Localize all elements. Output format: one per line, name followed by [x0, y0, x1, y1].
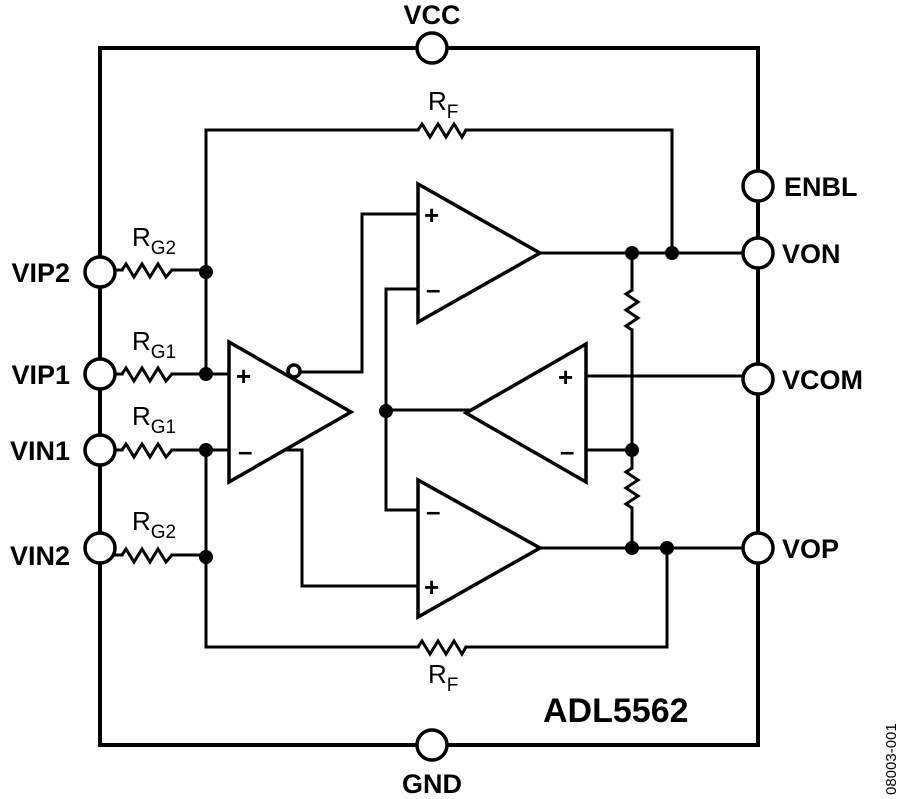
junction-dot [199, 550, 213, 564]
cm-amp-minus-sign: – [560, 436, 574, 466]
junction-dot [379, 404, 393, 418]
label-rg2-bottom: RG2 [132, 506, 176, 543]
pin-vin1 [83, 433, 117, 467]
junction-dot [625, 246, 639, 260]
junction-dots [199, 246, 679, 564]
pin-enbl [741, 169, 775, 203]
output-network [538, 251, 746, 550]
label-vip1: VIP1 [11, 360, 70, 390]
junction-dot [665, 246, 679, 260]
rf-top-feedback-path [204, 121, 674, 272]
top-output-amplifier: + – [416, 180, 544, 326]
resistor-labels: RF RF RG2 RG1 RG1 RG2 [132, 86, 458, 696]
figure-id: 08003-001 [883, 723, 900, 795]
pin-von [741, 236, 775, 270]
cm-top-resistor [623, 288, 641, 332]
junction-dot [199, 265, 213, 279]
rg1-top-resistor [120, 365, 174, 384]
rg2-bottom-resistor [120, 546, 174, 565]
input-amp-minus-sign: – [238, 436, 252, 466]
label-rg1-bottom: RG1 [132, 401, 176, 438]
pin-vip1 [83, 357, 117, 391]
rf-bottom-resistor [416, 638, 468, 657]
input-amp-plus-sign: + [236, 361, 251, 391]
rg2-top-resistor [120, 261, 174, 280]
junction-dot [625, 443, 639, 457]
label-vcom: VCOM [782, 365, 863, 395]
pins [83, 31, 775, 762]
outer-boundary [98, 46, 760, 747]
top-amp-plus-sign: + [424, 200, 439, 230]
pin-labels: VCC GND ENBL VON VCOM VOP VIP2 VIP1 VIN1… [10, 0, 863, 799]
label-vip2: VIP2 [11, 258, 70, 288]
label-von: VON [782, 239, 841, 269]
junction-dot [625, 541, 639, 555]
bottom-amp-plus-sign: + [424, 572, 439, 602]
pin-vin2 [83, 531, 117, 565]
label-rg1-top: RG1 [132, 326, 176, 363]
junction-dot [660, 541, 674, 555]
label-enbl: ENBL [784, 172, 858, 202]
pin-vcc [415, 31, 449, 65]
input-amplifier: + – [227, 338, 355, 486]
label-vcc: VCC [403, 0, 460, 30]
junction-dot [199, 443, 213, 457]
pin-vip2 [83, 255, 117, 289]
rg1-bottom-resistor [120, 441, 174, 460]
bottom-amp-minus-sign: – [426, 496, 440, 526]
inverting-output-bubble [286, 363, 302, 379]
rf-bottom-feedback-path [204, 546, 669, 657]
label-rg2-top: RG2 [132, 222, 176, 259]
pin-vcom [741, 362, 775, 396]
common-mode-amplifier: + – [462, 340, 588, 486]
pin-gnd [415, 728, 449, 762]
part-number: ADL5562 [543, 692, 689, 730]
pin-vop [741, 531, 775, 565]
label-gnd: GND [402, 769, 462, 799]
top-amp-minus-sign: – [426, 274, 440, 304]
label-rf-top: RF [428, 86, 458, 123]
cm-bottom-resistor [623, 466, 641, 510]
gain-resistors [112, 261, 231, 565]
label-vop: VOP [782, 534, 839, 564]
input-amp-routing [284, 212, 470, 588]
bottom-output-amplifier: – + [416, 477, 544, 621]
junction-dot [199, 367, 213, 381]
cm-amp-plus-sign: + [558, 362, 573, 392]
label-rf-bottom: RF [428, 659, 458, 696]
rf-top-resistor [416, 121, 468, 140]
label-vin2: VIN2 [10, 541, 70, 571]
label-vin1: VIN1 [10, 436, 70, 466]
